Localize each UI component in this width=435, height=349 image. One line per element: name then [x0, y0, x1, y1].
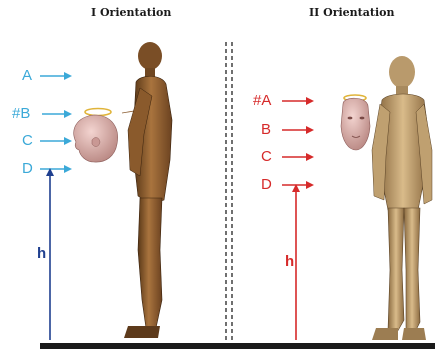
panel-title-left: I Orientation: [91, 6, 171, 19]
height-label-left: h: [37, 246, 46, 262]
ground-line: [40, 343, 435, 349]
label-c-right: C: [261, 149, 272, 165]
label-d-left: D: [22, 161, 33, 177]
human-body-model-left: [124, 42, 172, 338]
panel-title-right: II Orientation: [309, 6, 394, 19]
label-b-left: #B: [12, 106, 30, 122]
label-c-left: C: [22, 133, 33, 149]
label-a-right: #A: [253, 93, 271, 109]
label-a-left: A: [22, 68, 32, 84]
height-label-right: h: [285, 254, 294, 270]
human-body-model-right: [372, 56, 432, 340]
label-b-right: B: [261, 122, 271, 138]
label-d-right: D: [261, 177, 272, 193]
head-model-right: [341, 95, 370, 150]
